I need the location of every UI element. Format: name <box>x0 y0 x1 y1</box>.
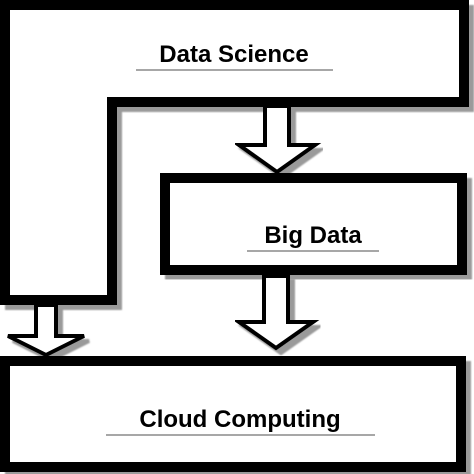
node-cloud-computing-shape <box>0 356 466 472</box>
node-data-science: Data Science <box>0 0 469 305</box>
arrow-data-science-to-cloud-computing-shape <box>7 303 85 358</box>
node-big-data-label: Big Data <box>264 222 362 249</box>
node-cloud-computing-label: Cloud Computing <box>139 406 340 433</box>
arrow-big-data-to-cloud-computing <box>232 274 320 351</box>
arrow-big-data-to-cloud-computing-shape <box>232 274 320 351</box>
node-cloud-computing: Cloud Computing <box>0 356 466 472</box>
node-data-science-label: Data Science <box>159 41 308 68</box>
node-data-science-shape <box>0 0 469 305</box>
arrow-data-science-to-big-data <box>232 104 322 175</box>
arrow-data-science-to-cloud-computing <box>7 303 85 358</box>
node-big-data-shape <box>160 173 467 275</box>
node-big-data: Big Data <box>160 173 467 275</box>
arrow-data-science-to-big-data-shape <box>232 104 322 175</box>
